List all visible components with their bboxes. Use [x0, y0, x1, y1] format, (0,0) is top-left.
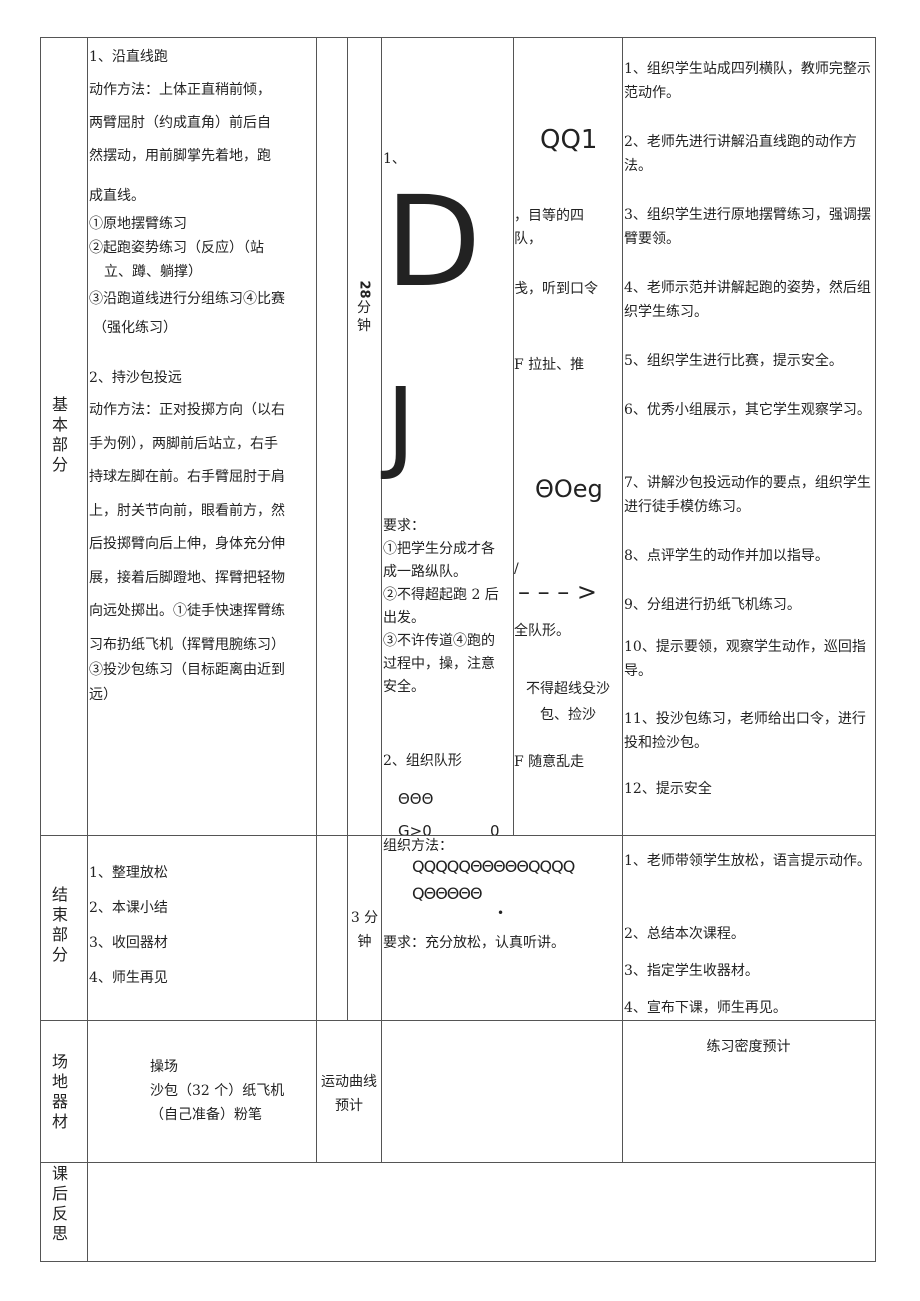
content-line: 然摆动，用前脚掌先着地，跑 [89, 148, 271, 164]
content-line: 成直线。 [89, 188, 145, 204]
content-line: （强化练习） [93, 320, 177, 336]
org-text: / [514, 561, 519, 577]
req-line: 过程中，操，注意 [383, 656, 495, 672]
exercise-curve-label: 运动曲线预计 [321, 1074, 377, 1114]
org-requirements: 要求： ①把学生分成才各 成一路纵队。 ②不得超起跑 2 后 出发。 ③不许传道… [383, 515, 513, 699]
content-line: 两臂屈肘（约成直角）前后自 [89, 115, 271, 131]
org-text: ，目等的四 [514, 208, 584, 224]
teacher-item: 3、指定学生收器材。 [624, 963, 759, 979]
org-title: 组织方法： [383, 838, 453, 854]
content-line: 远） [89, 687, 117, 703]
content-line: 展，接着后脚蹬地、挥臂把轻物 [89, 570, 285, 586]
formation-title: 2、组织队形 [383, 753, 462, 769]
org-text: F 拉扯、推 [514, 357, 585, 373]
teacher-item: 1、老师带领学生放松，语言提示动作。 [624, 853, 871, 869]
teacher-item: 2、总结本次课程。 [624, 926, 745, 942]
content-line: 后投掷臂向后上伸，身体充分伸 [89, 536, 285, 552]
formation-symbols: G>0 [398, 822, 432, 835]
dot-marker: • [497, 906, 505, 920]
req-line: 出发。 [383, 610, 425, 626]
teacher-item: 7、讲解沙包投远动作的要点，组织学生进行徒手模仿练习。 [624, 475, 871, 515]
teacher-item: 4、宣布下课，师生再见。 [624, 1000, 787, 1016]
formation-symbols: QQQQQΘΘΘΘΘQQQQ [412, 857, 575, 876]
basic-time: 28 分钟 [353, 280, 375, 337]
content-line: 向远处掷出。①徒手快速挥臂练 [89, 603, 285, 619]
teacher-item: 6、优秀小组展示，其它学生观察学习。 [624, 402, 871, 418]
time-unit: 分钟 [357, 300, 371, 334]
venue-line: 操场 [150, 1059, 178, 1075]
content-line: 习布扔纸飞机（挥臂甩腕练习） [89, 637, 285, 653]
teacher-item: 8、点评学生的动作并加以指导。 [624, 548, 829, 564]
end-requirement: 要求：充分放松，认真听讲。 [383, 935, 565, 951]
time-number: 28 [356, 280, 372, 299]
content-line: 2、本课小结 [89, 900, 168, 916]
section-label-venue: 场地器材 [51, 1052, 68, 1131]
teacher-item: 12、提示安全 [624, 781, 712, 797]
org-text: 不得超线殳沙 [526, 681, 610, 697]
teacher-activities: 1、组织学生站成四列横队，教师完整示范动作。 2、老师先进行讲解沿直线跑的动作方… [624, 57, 872, 801]
org-text: 队， [514, 231, 542, 247]
venue-line: （自己准备）粉笔 [150, 1107, 262, 1123]
content-line: 1、沿直线跑 [89, 49, 168, 65]
org-text: 全队形。 [514, 623, 570, 639]
teacher-item: 11、投沙包练习，老师给出口令，进行投和捡沙包。 [624, 711, 866, 751]
req-line: 成一路纵队。 [383, 564, 467, 580]
req-line: 安全。 [383, 679, 425, 695]
content-line: 1、整理放松 [89, 865, 168, 881]
formation-symbols: QΘΘΘΘΘ [412, 884, 483, 903]
formation-symbols: QQ1 [540, 125, 598, 155]
venue-content: 操场 沙包（32 个）纸飞机 （自己准备）粉笔 [150, 1055, 284, 1127]
end-time: 3 分钟 [350, 910, 379, 950]
formation-symbols: ΘOeg [535, 475, 603, 503]
content-line: ①原地摆臂练习 [89, 216, 187, 232]
content-line: ③投沙包练习（目标距离由近到 [89, 662, 285, 678]
content-line: ③沿跑道线进行分组练习④比赛 [89, 291, 285, 307]
teacher-item: 9、分组进行扔纸飞机练习。 [624, 597, 801, 613]
content-line: 动作方法：正对投掷方向（以右 [89, 402, 285, 418]
teacher-item: 4、老师示范并讲解起跑的姿势，然后组织学生练习。 [624, 280, 871, 320]
content-line: 2、持沙包投远 [89, 370, 182, 386]
content-line: 立、蹲、躺撑） [104, 264, 202, 280]
basic-content: 1、沿直线跑 动作方法：上体正直稍前倾， 两臂屈肘（约成直角）前后自 然摆动，用… [89, 48, 314, 711]
arrow-icon: – – – > [518, 578, 597, 606]
formation-glyph: D [385, 170, 482, 315]
content-line: ②起跑姿势练习（反应）（站 [89, 240, 264, 256]
teacher-item: 2、老师先进行讲解沿直线跑的动作方法。 [624, 134, 857, 174]
teacher-item: 5、组织学生进行比赛，提示安全。 [624, 353, 843, 369]
end-content: 1、整理放松 2、本课小结 3、收回器材 4、师生再见 [89, 856, 168, 996]
formation-symbols: 0 [490, 822, 500, 835]
org-text: F 随意乱走 [514, 754, 585, 770]
content-line: 上，肘关节向前，眼看前方，然 [89, 503, 285, 519]
req-line: ②不得超起跑 2 后 [383, 587, 499, 603]
end-teacher: 1、老师带领学生放松，语言提示动作。 2、总结本次课程。 3、指定学生收器材。 … [624, 849, 872, 1020]
req-title: 要求： [383, 518, 425, 534]
org-text: 包、捡沙 [540, 707, 596, 723]
org-text: 戋，听到口令 [514, 281, 598, 297]
teacher-item: 10、提示要领，观察学生动作，巡回指导。 [624, 639, 866, 679]
section-label-reflection: 课后反思 [51, 1164, 68, 1243]
formation-symbols: ΘΘΘ [398, 790, 434, 808]
org-number: 1、 [383, 151, 406, 167]
section-label-end: 结束部分 [51, 885, 68, 964]
content-line: 动作方法：上体正直稍前倾， [89, 82, 271, 98]
exercise-density-label: 练习密度预计 [706, 1039, 791, 1055]
venue-line: 沙包（32 个）纸飞机 [150, 1083, 285, 1099]
formation-glyph: J [386, 366, 416, 483]
content-line: 3、收回器材 [89, 935, 168, 951]
teacher-item: 3、组织学生进行原地摆臂练习，强调摆臂要领。 [624, 207, 871, 247]
teacher-item: 1、组织学生站成四列横队，教师完整示范动作。 [624, 61, 871, 101]
req-line: ③不许传道④跑的 [383, 633, 495, 649]
content-line: 4、师生再见 [89, 970, 168, 986]
content-line: 手为例），两脚前后站立，右手 [89, 436, 278, 452]
content-line: 持球左脚在前。右手臂屈肘于肩 [89, 469, 285, 485]
req-line: ①把学生分成才各 [383, 541, 495, 557]
section-label-basic: 基本部分 [51, 395, 68, 474]
